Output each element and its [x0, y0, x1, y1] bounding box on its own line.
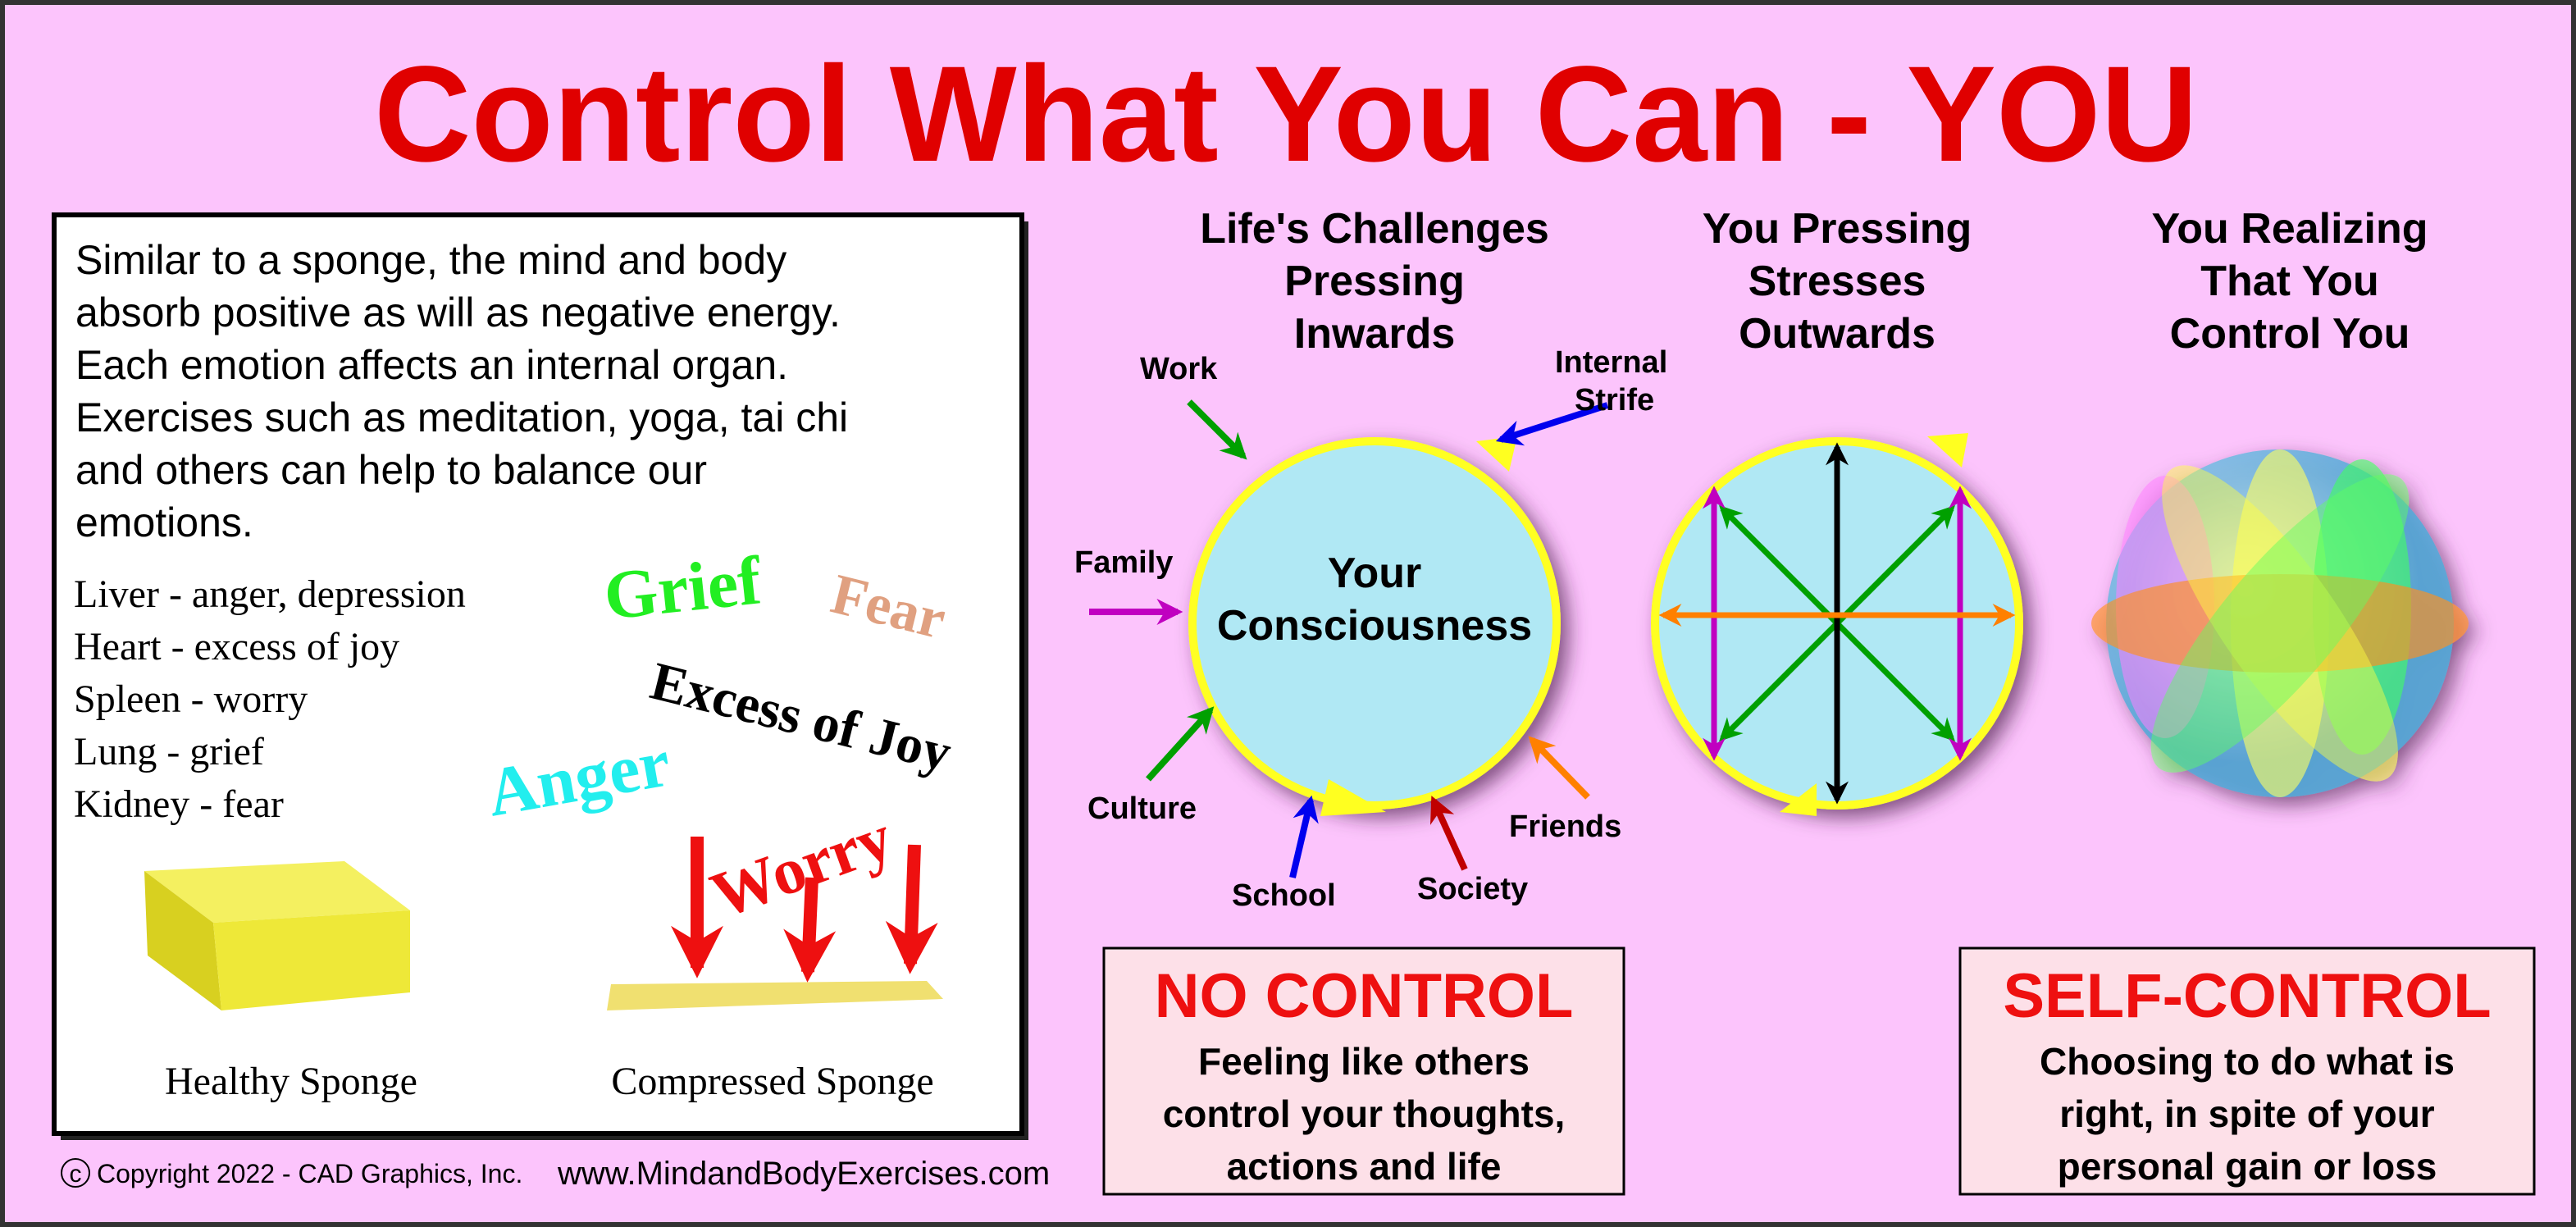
intro-line: Similar to a sponge, the mind and body	[75, 237, 786, 283]
panel-heading: Life's Challenges	[1200, 205, 1549, 253]
panel-heading: Control You	[2170, 310, 2410, 358]
self-control-line: Choosing to do what is	[2040, 1040, 2455, 1083]
no-control-line: actions and life	[1227, 1145, 1502, 1188]
organ-item: Heart - excess of joy	[74, 625, 399, 668]
copyright-text: Copyright 2022 - CAD Graphics, Inc.	[97, 1159, 522, 1188]
self-control-line: right, in spite of your	[2059, 1092, 2435, 1135]
intro-line: Each emotion affects an internal organ.	[75, 342, 788, 388]
outward-stress-circle	[1651, 433, 2023, 816]
organ-item: Lung - grief	[74, 730, 264, 773]
pressure-arrows	[671, 837, 938, 983]
no-control-title: NO CONTROL	[1155, 961, 1574, 1031]
consciousness-label: Your	[1328, 550, 1422, 597]
influence-friends: Friends	[1509, 810, 1621, 844]
intro-line: and others can help to balance our	[75, 447, 707, 493]
influence-work: Work	[1140, 352, 1218, 386]
panel-heading: You Realizing	[2151, 205, 2428, 253]
panel-heading: That You	[2200, 258, 2379, 305]
panel-heading: Stresses	[1748, 258, 1926, 305]
consciousness-circle: Your Consciousness	[1188, 436, 1561, 816]
influence-society: Society	[1417, 872, 1528, 906]
panel-heading: Outwards	[1739, 310, 1935, 358]
no-control-line: control your thoughts,	[1163, 1092, 1566, 1135]
influence-family: Family	[1074, 545, 1173, 580]
no-control-box: NO CONTROL Feeling like others control y…	[1102, 946, 1625, 1196]
consciousness-label: Consciousness	[1217, 602, 1532, 650]
caption-healthy-sponge: Healthy Sponge	[165, 1060, 417, 1103]
copyright-symbol: c	[70, 1161, 82, 1188]
influence-school: School	[1232, 878, 1336, 913]
organ-item: Kidney - fear	[74, 782, 284, 826]
influence-internal: Internal	[1555, 345, 1667, 380]
no-control-line: Feeling like others	[1198, 1040, 1530, 1083]
panel-heading: Pressing	[1284, 258, 1465, 305]
panel-heading: Inwards	[1294, 310, 1456, 358]
influence-arrows	[1089, 399, 1609, 878]
emotion-grief: Grief	[600, 542, 765, 635]
organ-item: Liver - anger, depression	[74, 572, 466, 616]
intro-line: absorb positive as will as negative ener…	[75, 290, 841, 335]
compressed-sponge-image	[607, 981, 943, 1010]
self-control-box: SELF-CONTROL Choosing to do what is righ…	[1958, 946, 2536, 1196]
panel-heading: You Pressing	[1703, 205, 1972, 253]
healthy-sponge-image	[144, 861, 410, 1010]
caption-compressed-sponge: Compressed Sponge	[611, 1060, 933, 1103]
page-title: Control What You Can - YOU	[374, 39, 2198, 190]
self-control-line: personal gain or loss	[2058, 1145, 2437, 1188]
sponge-explanation-panel: Similar to a sponge, the mind and body a…	[52, 212, 1028, 1140]
self-control-title: SELF-CONTROL	[2003, 961, 2491, 1031]
influence-strife: Strife	[1575, 383, 1654, 417]
website-link[interactable]: www.MindandBodyExercises.com	[557, 1156, 1050, 1192]
influence-culture: Culture	[1087, 791, 1197, 826]
intro-line: emotions.	[75, 499, 253, 545]
intro-line: Exercises such as meditation, yoga, tai …	[75, 395, 848, 440]
organ-item: Spleen - worry	[74, 677, 308, 721]
copyright-icon	[61, 1158, 90, 1188]
self-control-sphere	[2091, 449, 2469, 797]
